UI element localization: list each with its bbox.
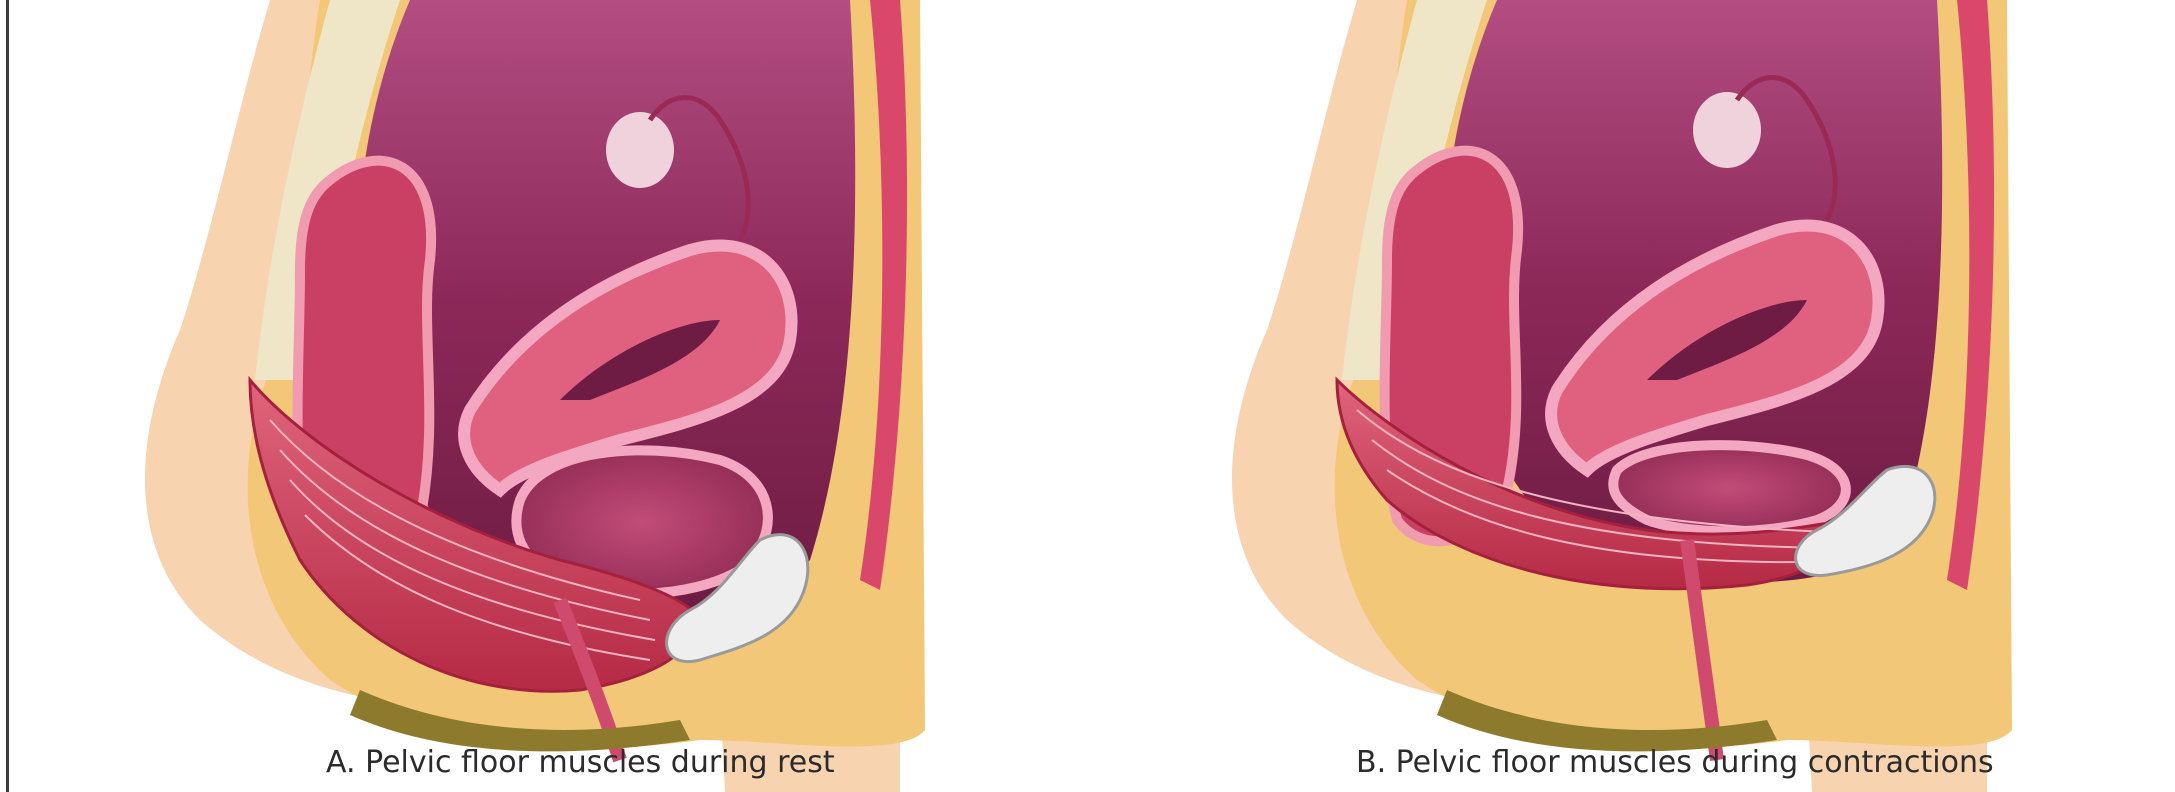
bladder xyxy=(1613,445,1846,531)
ovary xyxy=(606,112,674,188)
panel-contraction: B. Pelvic floor muscles during contracti… xyxy=(1087,0,2174,792)
panel-rest: A. Pelvic floor muscles during rest xyxy=(0,0,1087,792)
caption-contraction: B. Pelvic floor muscles during contracti… xyxy=(1356,740,1994,786)
caption-rest: A. Pelvic floor muscles during rest xyxy=(326,740,835,786)
pelvis-illustration-contraction xyxy=(1087,0,2174,792)
pelvis-illustration-rest xyxy=(0,0,1087,792)
ovary xyxy=(1693,92,1761,168)
